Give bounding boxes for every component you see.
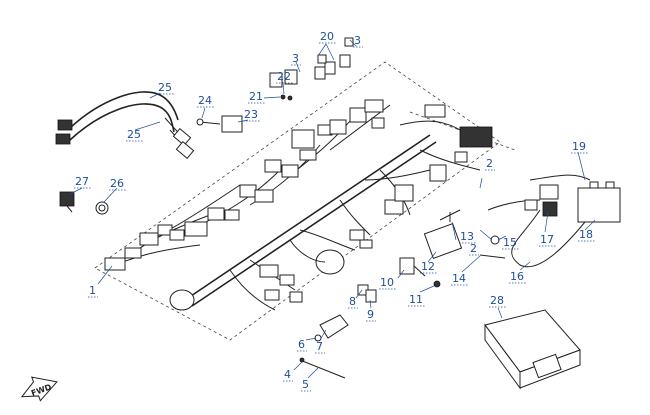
cable-assembly-25 [55,91,195,160]
callout-14: 14 [452,272,466,285]
callout-1: 1 [89,284,96,297]
callout-8: 8 [349,295,356,308]
regulator-and-relays [357,209,463,303]
callout-2b: 2 [470,242,477,255]
callout-5: 5 [302,378,309,391]
callout-3b: 3 [354,34,361,47]
ecu-28 [484,309,581,390]
callout-6: 6 [298,338,305,351]
harness-boundary [94,61,516,341]
sensor-27 [59,191,75,213]
callout-25b: 25 [127,128,141,141]
callout-23: 23 [244,108,258,121]
callout-19: 19 [572,140,586,153]
callout-25a: 25 [158,81,172,94]
callout-16: 16 [510,270,524,283]
callout-9: 9 [367,308,374,321]
battery-and-cables [479,174,621,268]
callout-10: 10 [380,276,394,289]
callout-27: 27 [75,175,89,188]
callout-22: 22 [277,70,291,83]
clip-26 [95,201,109,215]
callout-20: 20 [320,30,334,43]
harness-connectors [104,99,493,303]
leader-lines [69,39,596,379]
callout-28: 28 [490,294,504,307]
relays-top [196,37,354,133]
callout-21: 21 [249,90,263,103]
callout-2a: 2 [486,157,493,170]
callout-11: 11 [409,293,423,306]
forward-direction-arrow: FWD [20,376,58,402]
callout-24: 24 [198,94,212,107]
part-callouts: 1 2 2 3 3 4 5 6 7 8 9 10 11 12 13 14 15 … [74,30,595,392]
callout-26: 26 [110,177,124,190]
callout-4: 4 [284,368,291,381]
callout-3a: 3 [292,52,299,65]
callout-15: 15 [503,236,517,249]
callout-13: 13 [460,230,474,243]
callout-17: 17 [540,233,554,246]
callout-12: 12 [421,260,435,273]
ground-bolt-parts [299,314,349,379]
callout-7: 7 [316,340,323,353]
callout-18: 18 [579,228,593,241]
